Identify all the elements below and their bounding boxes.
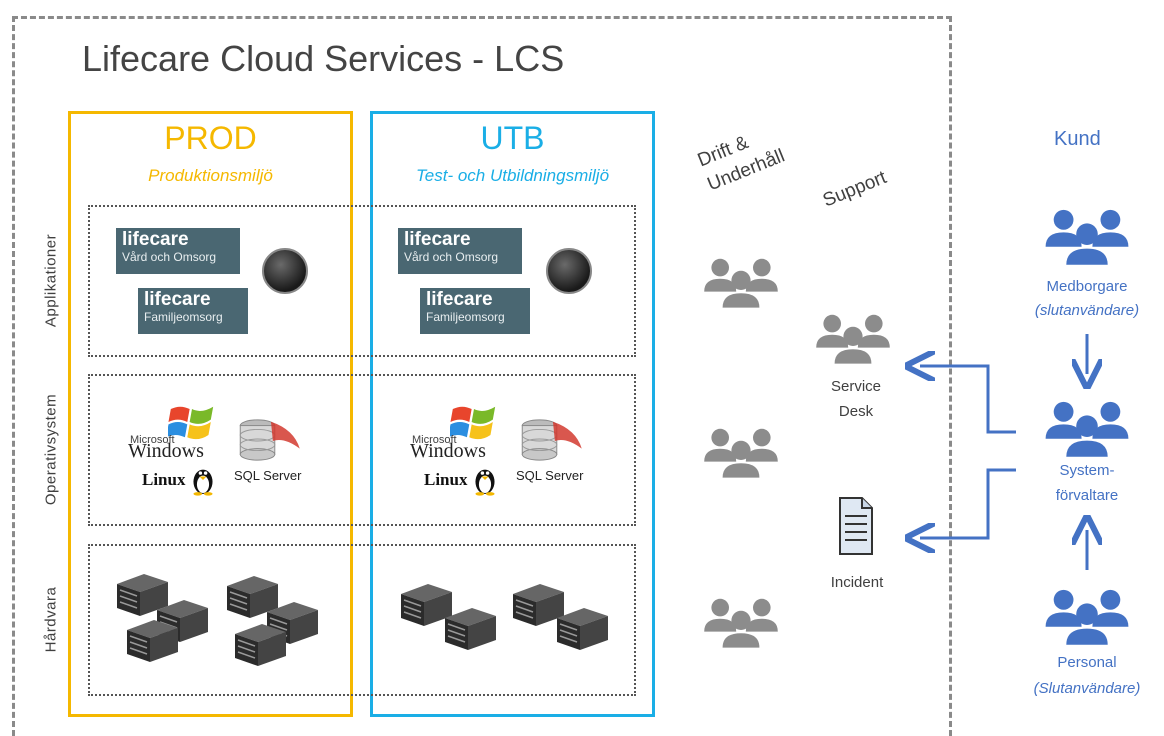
utb-environment [370, 111, 655, 717]
personal-label: Personal [1057, 654, 1117, 671]
prod-subtitle: Produktionsmiljö [148, 166, 273, 185]
lcs-boundary [12, 16, 952, 736]
layer-applications [88, 205, 636, 357]
incident-label: Incident [830, 574, 884, 591]
personal-sublabel: (Slutanvändare) [1033, 680, 1141, 697]
service-desk-label: Service Desk [830, 378, 882, 420]
linux-label: Linux [142, 470, 186, 489]
utb-subtitle: Test- och Utbildningsmiljö [415, 166, 610, 185]
linux-label: Linux [424, 470, 468, 489]
windows-label: Windows [128, 440, 204, 462]
arrow-system-to-incident [920, 468, 1016, 538]
prod-environment [68, 111, 353, 717]
layer-operating-systems [88, 374, 636, 526]
lifecare-familj-logo: lifecare Familjeomsorg [138, 288, 248, 334]
diagram-title: Lifecare Cloud Services - LCS [82, 38, 565, 79]
kund-header: Kund [1054, 128, 1101, 150]
sql-server-label: SQL Server [516, 468, 584, 483]
lifecare-vard-logo: lifecare Vård och Omsorg [116, 228, 240, 274]
windows-label: Windows [410, 440, 486, 462]
lifecare-familj-logo: lifecare Familjeomsorg [420, 288, 530, 334]
windows-small-label: Microsoft [412, 434, 457, 446]
compass-icon [262, 248, 308, 294]
compass-icon [546, 248, 592, 294]
medborgare-sublabel: (slutanvändare) [1034, 302, 1140, 319]
arrow-system-to-service-desk [920, 366, 1016, 434]
incident-document-icon [839, 497, 873, 555]
lifecare-vard-logo: lifecare Vård och Omsorg [398, 228, 522, 274]
windows-small-label: Microsoft [130, 434, 175, 446]
systemforvaltare-label: System- förvaltare [1055, 462, 1119, 504]
layer-hardware [88, 544, 636, 696]
medborgare-label: Medborgare [1046, 278, 1128, 295]
sql-server-label: SQL Server [234, 468, 302, 483]
prod-title: PROD [164, 120, 257, 156]
utb-title: UTB [480, 120, 545, 156]
